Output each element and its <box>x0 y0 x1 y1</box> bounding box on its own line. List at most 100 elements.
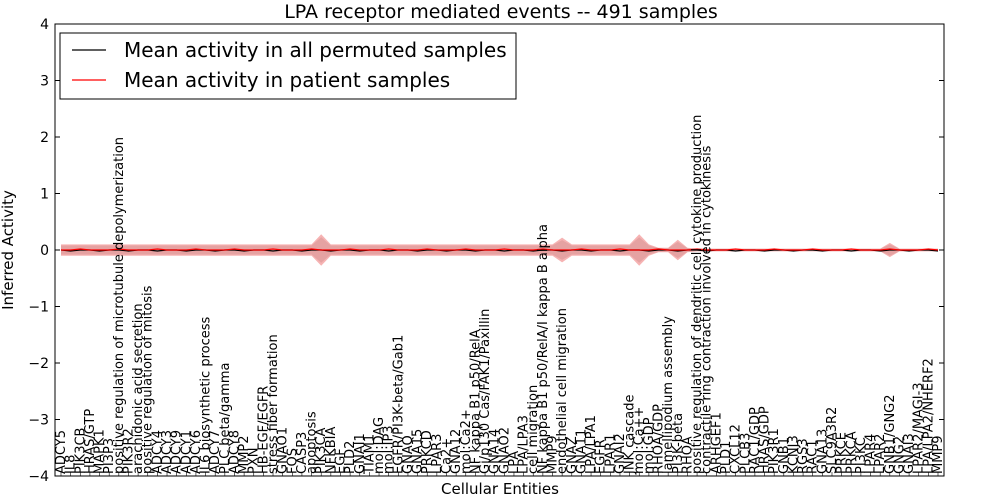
entity-label: GNAQ <box>401 435 416 474</box>
entity-label: PI3K-beta <box>671 413 686 474</box>
entity-label: ADCY9 <box>170 430 185 474</box>
entity-label: JNK cascade <box>623 395 638 475</box>
series-lines <box>60 248 939 252</box>
entity-label: GNAI2 <box>613 433 628 474</box>
y-axis: 4 3 2 1 0 −1 −2 −3 −4 <box>28 17 944 485</box>
entity-label: PIK3CB <box>73 428 88 474</box>
entity-label: ADCY4 <box>150 430 165 474</box>
entity-label: positive regulation of mitosis <box>141 285 156 474</box>
entity-label: GNB1/GNG2 <box>883 394 898 474</box>
entity-label: LPA/LPA2/NHERF2 <box>921 358 936 474</box>
entity-label: GNAI1 <box>353 433 368 474</box>
entity-label: HB-EGF/EGFR <box>256 386 271 474</box>
x-axis <box>60 472 939 476</box>
entity-label: ADCY7 <box>208 430 223 474</box>
entity-label: HRAS/GDP <box>758 406 773 474</box>
x-axis-label: Cellular Entities <box>441 480 559 498</box>
entity-label: PI3KC <box>854 437 869 474</box>
entity-label: ADCY1 <box>179 430 194 474</box>
legend-label-permuted: Mean activity in all permuted samples <box>124 38 507 62</box>
y-tick-label: −1 <box>28 300 49 316</box>
y-tick-label: −4 <box>28 469 49 485</box>
entity-label: arachidonic acid secretion <box>131 303 146 474</box>
entity-label: GNA11 <box>574 429 589 474</box>
entity-label: ARHGEF1 <box>709 412 724 474</box>
entity-label: PRKCA <box>844 431 859 474</box>
entity-label: LPAR4 <box>864 434 879 474</box>
entity-label: mol:Ca++ <box>632 407 647 474</box>
entity-label: TIAM1 <box>362 434 377 475</box>
entity-label: CASP3 <box>295 432 310 474</box>
entity-label: LPA <box>507 451 522 474</box>
entity-label: LPAR1 <box>603 434 618 474</box>
entity-label: positive regulation of dendritic cell cy… <box>690 115 705 474</box>
entity-label: ADCY8 <box>228 430 243 474</box>
entity-label: MMP2 <box>237 435 252 474</box>
chart-title: LPA receptor mediated events -- 491 samp… <box>284 1 718 23</box>
entity-label: GNA13 <box>815 429 830 474</box>
entity-label: LPAR2/MAGI-3 <box>912 382 927 474</box>
y-tick-label: −3 <box>28 413 49 429</box>
entity-label: KCNJ3 <box>786 435 801 474</box>
entity-label: GNG2 <box>893 436 908 474</box>
entity-label: mol:DAG <box>372 417 387 474</box>
entity-label: ADCY5 <box>54 430 69 474</box>
entity-label: RAC1/GDP <box>748 407 763 474</box>
entity-label: NF kappa B1 p50/RelA/I kappa B alpha <box>536 224 551 474</box>
entity-label: EGFR <box>594 439 609 474</box>
entity-label: PXN <box>247 448 262 474</box>
entity-label: Ca2+ <box>440 438 455 474</box>
entity-label: cell migration <box>526 385 541 474</box>
entity-label: stress fiber formation <box>266 334 281 474</box>
entity-label: PIK3R2 <box>122 428 137 474</box>
entity-label: NF kappa B1 p50/RelA <box>468 329 483 474</box>
entity-label: GNB1 <box>777 437 792 474</box>
entity-label: lamellipodium assembly <box>661 316 676 474</box>
entity-label: RHOA/GDP <box>652 404 667 474</box>
entity-label: LPAR3 <box>430 434 445 474</box>
entity-labels: ADCY5IL8PIK3CBHRAS/GTPMAPK1PI3P3positive… <box>54 115 946 475</box>
y-tick-label: 2 <box>40 130 49 146</box>
y-tick-label: 4 <box>40 17 49 33</box>
entity-label: HRAS/GTP <box>83 409 98 474</box>
entity-label: PIK3R1 <box>767 428 782 474</box>
entity-label: mol:GDP <box>642 417 657 474</box>
entity-label: MAPK1 <box>93 429 108 474</box>
entity-label: GNAI3 <box>902 433 917 474</box>
entity-label: MMP9 <box>546 435 561 474</box>
entity-label: IL8 <box>64 455 79 474</box>
entity-label: mol:IP3 <box>382 425 397 474</box>
entity-label: GNA15 <box>411 429 426 474</box>
entity-label: PRKCD <box>420 430 435 474</box>
entity-label: RGS3 <box>796 438 811 474</box>
entity-label: PLD1 <box>719 441 734 474</box>
entity-label: GNAO1 <box>276 427 291 474</box>
y-tick-label: 1 <box>40 187 49 203</box>
entity-label: PLCB3 <box>738 433 753 474</box>
entity-label: NFKBIA <box>324 427 339 474</box>
entity-label: RHOA <box>680 436 695 474</box>
entity-label: mol:Ca2+ <box>459 409 474 474</box>
entity-label: endothelial cell migration <box>555 308 570 474</box>
entity-label: IL6 biosynthetic process <box>199 316 214 474</box>
entity-label: FOS <box>285 448 300 474</box>
legend: Mean activity in all permuted samples Me… <box>59 32 517 100</box>
entity-label: CXCL12 <box>729 424 744 474</box>
entity-label: EGFR/PI3K-beta/Gab1 <box>391 335 406 474</box>
entity-label: PLC beta/gamma <box>218 363 233 475</box>
y-tick-label: 0 <box>40 243 49 259</box>
entity-label: LPAR2 <box>873 434 888 474</box>
y-tick-label: −2 <box>28 356 49 372</box>
entity-label: GNAZ <box>565 436 580 474</box>
entity-label: apoptosis <box>305 411 320 474</box>
entity-label: LPA/LPA3 <box>517 415 532 474</box>
entity-label: Gi/p130 Cas/FAK1/Paxillin <box>478 309 493 474</box>
entity-label: SLC9A3R2 <box>825 407 840 474</box>
entity-label: PRKCE <box>835 432 850 474</box>
y-tick-label: 3 <box>40 74 49 90</box>
entity-label: GNA12 <box>449 429 464 474</box>
legend-label-patient: Mean activity in patient samples <box>124 68 450 92</box>
entity-label: positive regulation of microtubule depol… <box>112 137 127 474</box>
entity-label: ADCY3 <box>160 430 175 474</box>
y-axis-label: Inferred Activity <box>0 190 17 310</box>
